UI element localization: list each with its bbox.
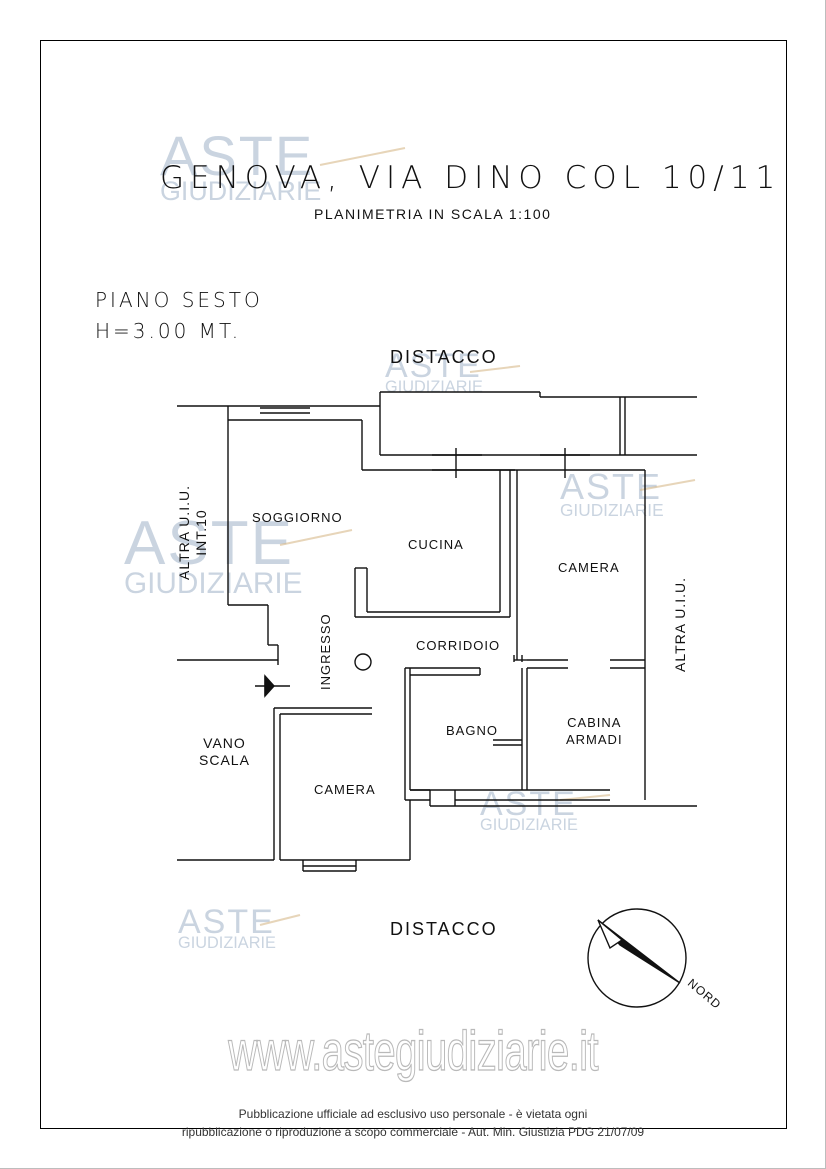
scale-subtitle: PLANIMETRIA IN SCALA 1:100 [314, 206, 552, 222]
room-camera-east: CAMERA [558, 560, 620, 575]
room-soggiorno: SOGGIORNO [252, 510, 343, 525]
label-distacco-top: DISTACCO [390, 347, 498, 367]
room-vano-scala: VANO SCALA [199, 735, 250, 768]
room-camera-south: CAMERA [314, 782, 376, 797]
room-cabina-armadi: CABINA ARMADI [566, 715, 623, 747]
label-altra-uiu-west: ALTRA U.I.U. INT.10 [176, 485, 209, 580]
room-ingresso: INGRESSO [318, 613, 333, 690]
watermark-site-url: www.astegiudiziarie.it [228, 1018, 599, 1082]
floor-height: H=3.00 MT. [95, 319, 242, 343]
floor-name: PIANO SESTO [95, 288, 263, 312]
drawing-frame [40, 40, 787, 1129]
room-cucina: CUCINA [408, 537, 464, 552]
footer-line-2: ripubblicazione o riproduzione a scopo c… [181, 1125, 645, 1139]
label-distacco-bottom: DISTACCO [390, 919, 498, 939]
label-altra-uiu-east: ALTRA U.I.U. [672, 577, 688, 672]
footer-line-1: Pubblicazione ufficiale ad esclusivo uso… [238, 1107, 588, 1121]
room-corridoio: CORRIDOIO [416, 638, 501, 653]
floor-info: PIANO SESTO H=3.00 MT. [95, 285, 263, 347]
page-title: GENOVA, VIA DINO COL 10/11 [160, 160, 782, 196]
room-bagno: BAGNO [446, 723, 498, 738]
